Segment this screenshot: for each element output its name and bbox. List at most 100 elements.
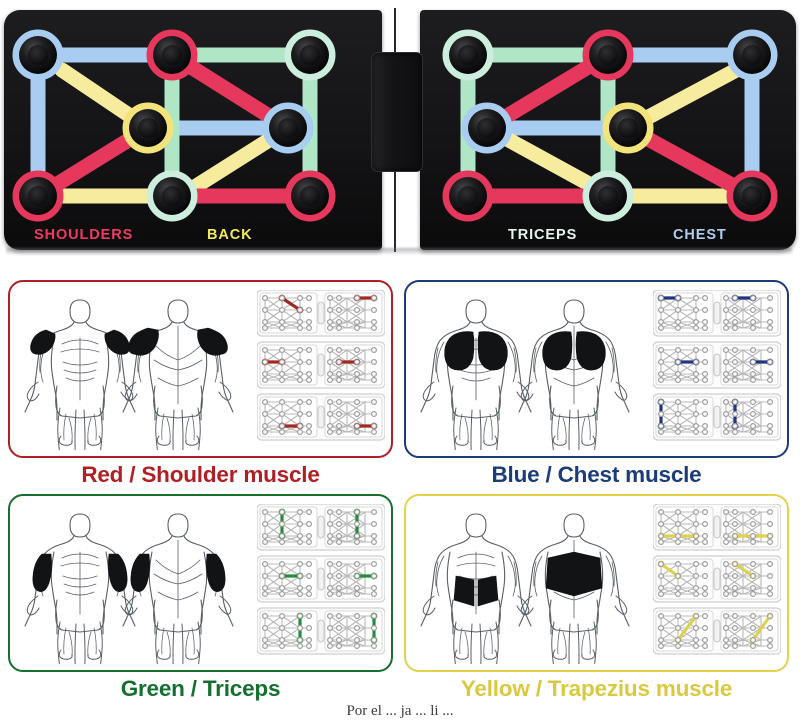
mini-socket: [722, 585, 730, 592]
mini-socket: [261, 411, 269, 418]
mini-socket: [326, 637, 334, 644]
mini-socket: [692, 346, 699, 354]
mini-socket: [750, 359, 757, 366]
mini-socket: [766, 642, 773, 649]
mini-socket: [326, 521, 334, 528]
mini-socket: [370, 307, 377, 314]
mini-socket: [354, 307, 361, 314]
mini-socket: [354, 411, 361, 418]
mini-socket: [305, 612, 312, 620]
mini-socket: [326, 612, 334, 620]
mini-socket: [354, 573, 361, 580]
mini-socket: [354, 319, 361, 326]
mini-socket: [296, 294, 303, 302]
mini-socket: [692, 585, 699, 592]
mini-socket: [279, 585, 286, 592]
mini-socket: [692, 642, 699, 649]
mini-socket: [750, 590, 757, 597]
mini-socket: [370, 324, 377, 331]
mini-board-half: [324, 610, 383, 652]
mini-socket: [732, 359, 739, 366]
mini-socket: [261, 428, 269, 435]
mini-socket: [675, 294, 682, 302]
mini-socket: [370, 376, 377, 383]
mini-socket: [326, 428, 334, 435]
mini-socket: [279, 637, 286, 644]
mini-socket: [279, 538, 286, 545]
mini-socket: [261, 376, 269, 383]
mini-hinge: [713, 405, 721, 429]
mini-socket: [296, 538, 303, 545]
mini-hinge: [713, 619, 721, 643]
mini-socket: [701, 590, 708, 597]
mini-socket: [701, 612, 708, 620]
mini-socket: [675, 398, 682, 406]
mini-socket: [701, 346, 708, 354]
mini-socket: [701, 307, 708, 314]
mini-socket: [750, 423, 757, 430]
mini-socket: [732, 625, 739, 632]
mini-socket: [261, 521, 269, 528]
mini-socket: [305, 423, 312, 430]
mini-socket: [675, 521, 682, 528]
mini-socket: [766, 573, 773, 580]
mini-socket: [261, 573, 269, 580]
mini-socket: [675, 642, 682, 649]
mini-socket: [279, 508, 286, 516]
mini-socket: [370, 508, 377, 516]
mini-socket: [675, 625, 682, 632]
mini-band-highlight: [751, 614, 772, 642]
mini-socket: [370, 428, 377, 435]
mini-hinge: [713, 515, 721, 539]
mini-socket: [692, 319, 699, 326]
board-socket-rings-right: [442, 29, 778, 222]
mini-socket: [750, 585, 757, 592]
back-body-anatomy: [518, 299, 630, 487]
mini-socket: [692, 637, 699, 644]
mini-socket: [261, 508, 269, 516]
mini-socket: [279, 625, 286, 632]
mini-socket: [732, 294, 739, 302]
mini-socket: [722, 573, 730, 580]
mini-boards-red: [256, 289, 386, 446]
mini-socket: [296, 508, 303, 516]
mini-socket: [722, 533, 730, 540]
mini-socket: [657, 521, 665, 528]
mini-socket: [701, 423, 708, 430]
mini-band-highlight: [676, 614, 698, 642]
push-up-board-photo: SHOULDERS BACK TRICEPS CHEST: [0, 0, 800, 262]
mini-board-half: [655, 344, 714, 386]
mini-socket: [305, 642, 312, 649]
mini-socket: [370, 585, 377, 592]
mini-socket: [296, 590, 303, 597]
mini-socket: [657, 359, 665, 366]
mini-socket: [296, 359, 303, 366]
mini-socket: [692, 612, 699, 620]
mini-socket: [354, 423, 361, 430]
mini-socket: [732, 573, 739, 580]
front-body-anatomy: [24, 513, 136, 701]
mini-socket: [336, 411, 343, 418]
mini-socket: [692, 411, 699, 418]
mini-socket: [692, 573, 699, 580]
mini-socket: [722, 560, 730, 568]
mini-socket: [354, 590, 361, 597]
mini-socket: [279, 376, 286, 383]
mini-socket: [354, 294, 361, 302]
mini-socket: [279, 533, 286, 540]
mini-socket: [354, 533, 361, 540]
mini-socket: [305, 573, 312, 580]
board-label-back: BACK: [207, 227, 253, 243]
mini-socket: [326, 585, 334, 592]
mini-socket: [657, 560, 665, 568]
mini-socket: [675, 428, 682, 435]
mini-board-half: [720, 506, 779, 548]
mini-socket: [675, 508, 682, 516]
mini-socket: [279, 428, 286, 435]
mini-socket: [261, 642, 269, 649]
mini-socket: [701, 625, 708, 632]
mini-socket: [722, 376, 730, 383]
mini-socket: [750, 560, 757, 568]
mini-socket: [261, 307, 269, 314]
mini-socket: [692, 324, 699, 331]
